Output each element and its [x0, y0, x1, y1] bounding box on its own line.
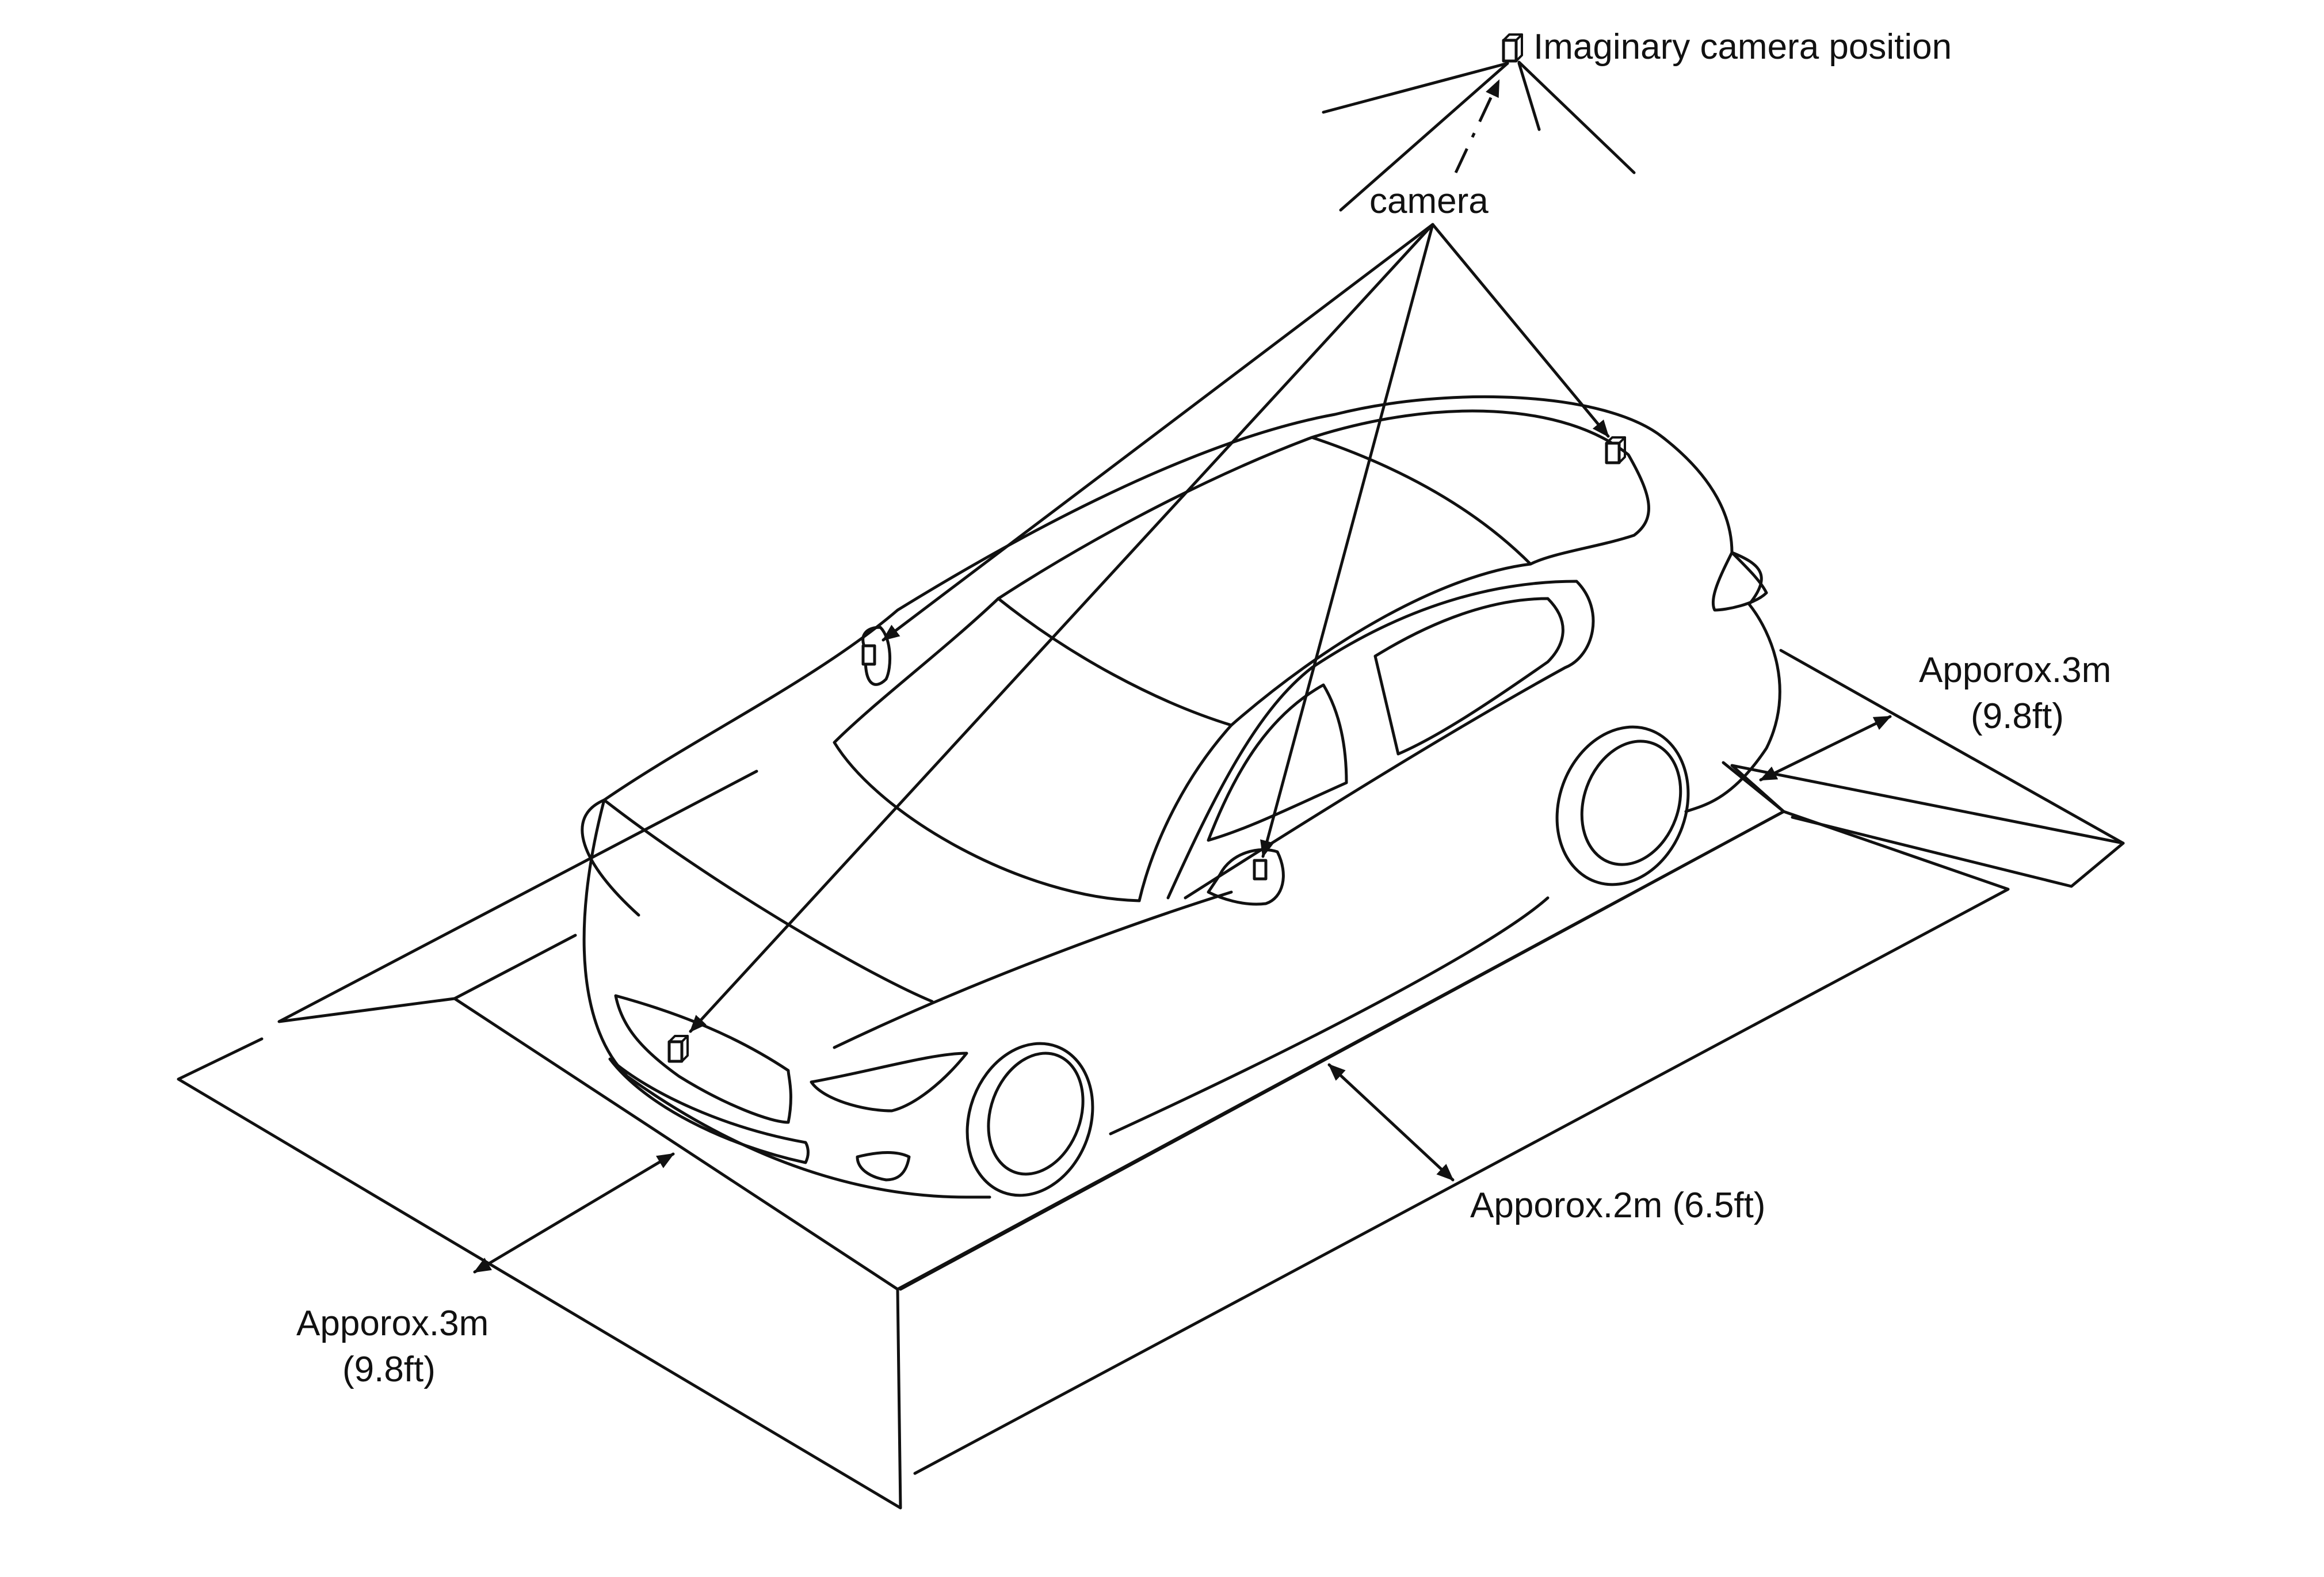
- imaginary-camera-label: Imaginary camera position: [1533, 27, 1952, 67]
- door-frame: [1166, 580, 1595, 900]
- front-distance-arrow: [473, 1152, 675, 1274]
- car-lower-body: [582, 798, 991, 1199]
- camera-front-icon: [667, 1035, 689, 1063]
- camera-rear-icon: [1605, 436, 1626, 464]
- imaginary-camera-rays: [1322, 60, 1636, 212]
- camera-pointers: [689, 223, 1610, 1033]
- ground-zones: [177, 649, 2125, 1510]
- car: [581, 395, 1781, 1199]
- camera-label: camera: [1369, 181, 1489, 221]
- camera-left-mirror-icon: [861, 644, 876, 666]
- fog-light: [856, 1151, 911, 1182]
- side-window-front: [1207, 683, 1348, 842]
- front-distance-label-2: (9.8ft): [342, 1350, 436, 1389]
- imaginary-camera-icon: [1502, 33, 1523, 63]
- side-zone-top: [896, 810, 1785, 1291]
- rear-wheel-outer: [1555, 725, 1690, 886]
- cameras: [667, 33, 1626, 1063]
- rear-distance-label-2: (9.8ft): [1971, 696, 2064, 736]
- pointer-left-mirror: [881, 223, 1434, 642]
- rear-spoiler: [1711, 551, 1768, 612]
- side-window-rear: [1373, 597, 1564, 756]
- hood-edge: [833, 890, 1233, 1049]
- headlight: [810, 1052, 968, 1113]
- rear-zone-far-edge: [1779, 649, 2125, 845]
- side-mirror-left: [861, 626, 891, 686]
- projection-arrow: [1454, 79, 1501, 174]
- side-mirror-right: [1207, 848, 1285, 906]
- pointer-front: [689, 223, 1434, 1033]
- windshield: [833, 597, 1233, 902]
- rear-distance-label-1: Apporox.3m: [1919, 650, 2111, 690]
- front-zone-left-edge: [453, 934, 577, 1000]
- car-rocker-line: [1109, 896, 1550, 1136]
- front-distance-label-1: Apporox.3m: [296, 1304, 489, 1343]
- hood-crease: [602, 798, 934, 1003]
- pointer-right-mirror: [1260, 223, 1434, 858]
- labels: Imaginary camera position camera Apporox…: [296, 27, 2111, 1389]
- rear-zone-near-edge: [1722, 761, 1785, 813]
- front-wheel-inner: [987, 1052, 1085, 1176]
- car-silhouette: [581, 395, 1781, 917]
- rear-zone-outline: [1730, 764, 2125, 888]
- front-grille: [614, 994, 792, 1124]
- rear-distance-arrow: [1759, 715, 1892, 782]
- camera-right-mirror-icon: [1253, 859, 1268, 881]
- dimension-arrows: [473, 715, 1892, 1274]
- side-distance-arrow: [1327, 1063, 1455, 1182]
- roof-panel: [997, 436, 1532, 727]
- side-distance-label: Apporox.2m (6.5ft): [1470, 1186, 1765, 1225]
- side-zone-outline: [899, 810, 2010, 1475]
- front-bumper: [608, 1057, 810, 1164]
- rear-wheel-inner: [1580, 740, 1682, 866]
- front-wheel-outer: [966, 1042, 1094, 1197]
- rear-window: [1310, 409, 1650, 566]
- pointer-rear: [1431, 223, 1610, 438]
